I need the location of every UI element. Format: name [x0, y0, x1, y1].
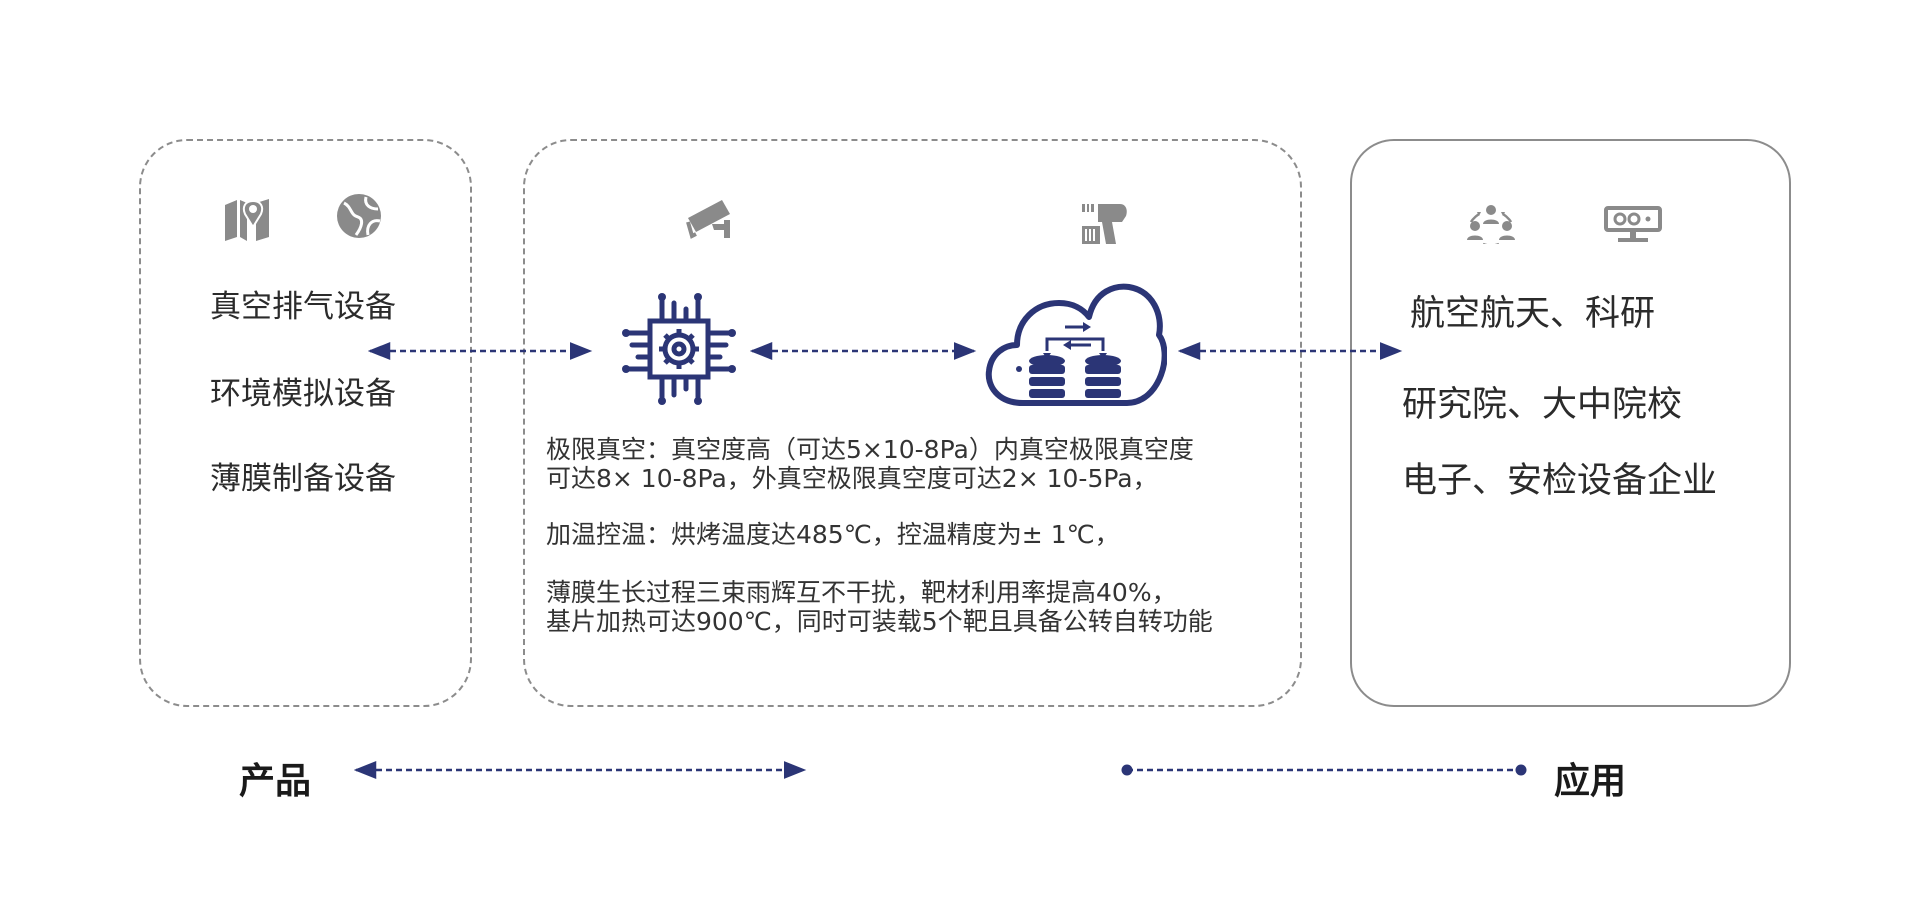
- cloud-database-icon: [985, 283, 1167, 406]
- product-item-thin-film: 薄膜制备设备: [210, 461, 396, 497]
- barcode-scanner-icon: [1082, 204, 1127, 244]
- globe-icon: [337, 194, 381, 238]
- products-panel: [139, 139, 472, 707]
- product-item-vacuum-exhaust: 真空排气设备: [210, 289, 396, 325]
- application-item-research-institutes: 研究院、大中院校: [1402, 385, 1683, 425]
- feature-thin-film-line-2: 基片加热可达900℃，同时可装载5个靶且具备公转自转功能: [546, 607, 1213, 636]
- application-item-aerospace: 航空航天、科研: [1410, 294, 1656, 334]
- security-camera-icon: [686, 200, 730, 239]
- feature-thin-film-line-1: 薄膜生长过程三束雨辉互不干扰，靶材利用率提高40%，: [546, 578, 1177, 607]
- projector-icon: [1604, 206, 1662, 242]
- footer-products-label: 产品: [239, 761, 312, 802]
- map-icon: [225, 199, 269, 241]
- feature-vacuum-line-1: 极限真空：真空度高（可达5×10-8Pa）内真空极限真空度: [546, 435, 1194, 464]
- feature-temperature-line: 加温控温：烘烤温度达485℃，控温精度为± 1℃，: [546, 520, 1120, 549]
- product-item-environment-simulation: 环境模拟设备: [210, 376, 396, 412]
- chip-icon: [622, 293, 736, 405]
- team-icon: [1467, 205, 1515, 244]
- features-panel: [523, 139, 1302, 707]
- footer-applications-label: 应用: [1554, 761, 1627, 802]
- application-item-electronics-security: 电子、安检设备企业: [1402, 461, 1718, 501]
- footer-dot-right: [1515, 764, 1527, 776]
- feature-vacuum-line-2: 可达8× 10-8Pa，外真空极限真空度可达2× 10-5Pa，: [546, 464, 1158, 493]
- footer-dot-left: [1121, 764, 1133, 776]
- applications-panel: [1350, 139, 1791, 707]
